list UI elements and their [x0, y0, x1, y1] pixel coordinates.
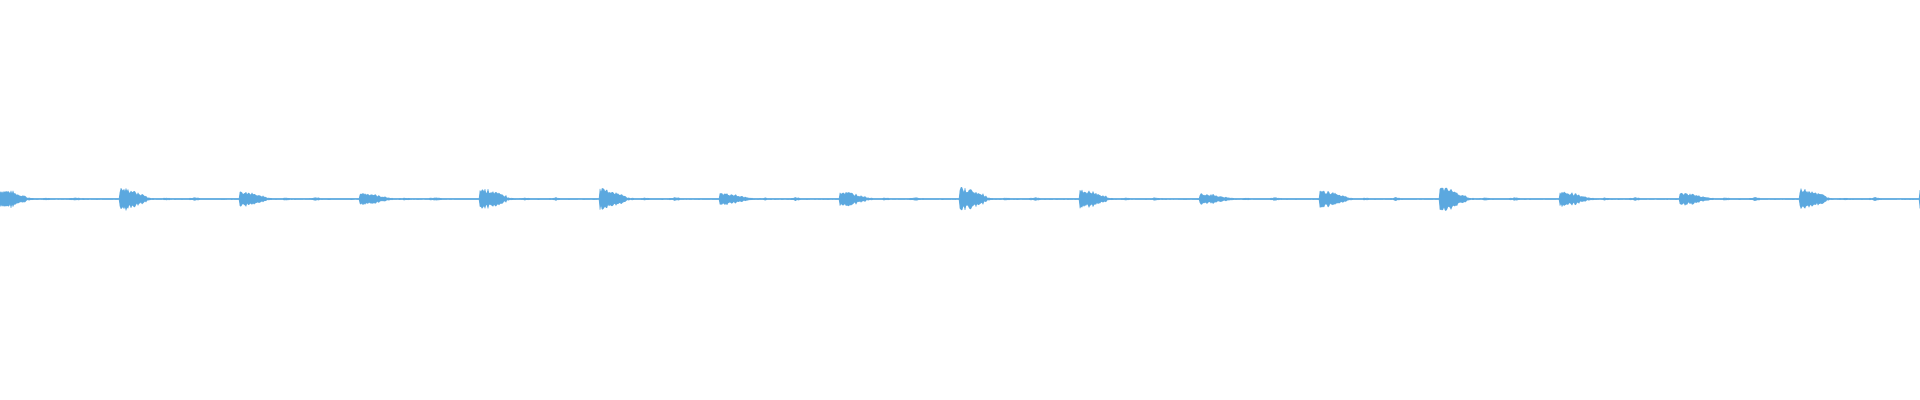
waveform-signal [0, 187, 1920, 212]
